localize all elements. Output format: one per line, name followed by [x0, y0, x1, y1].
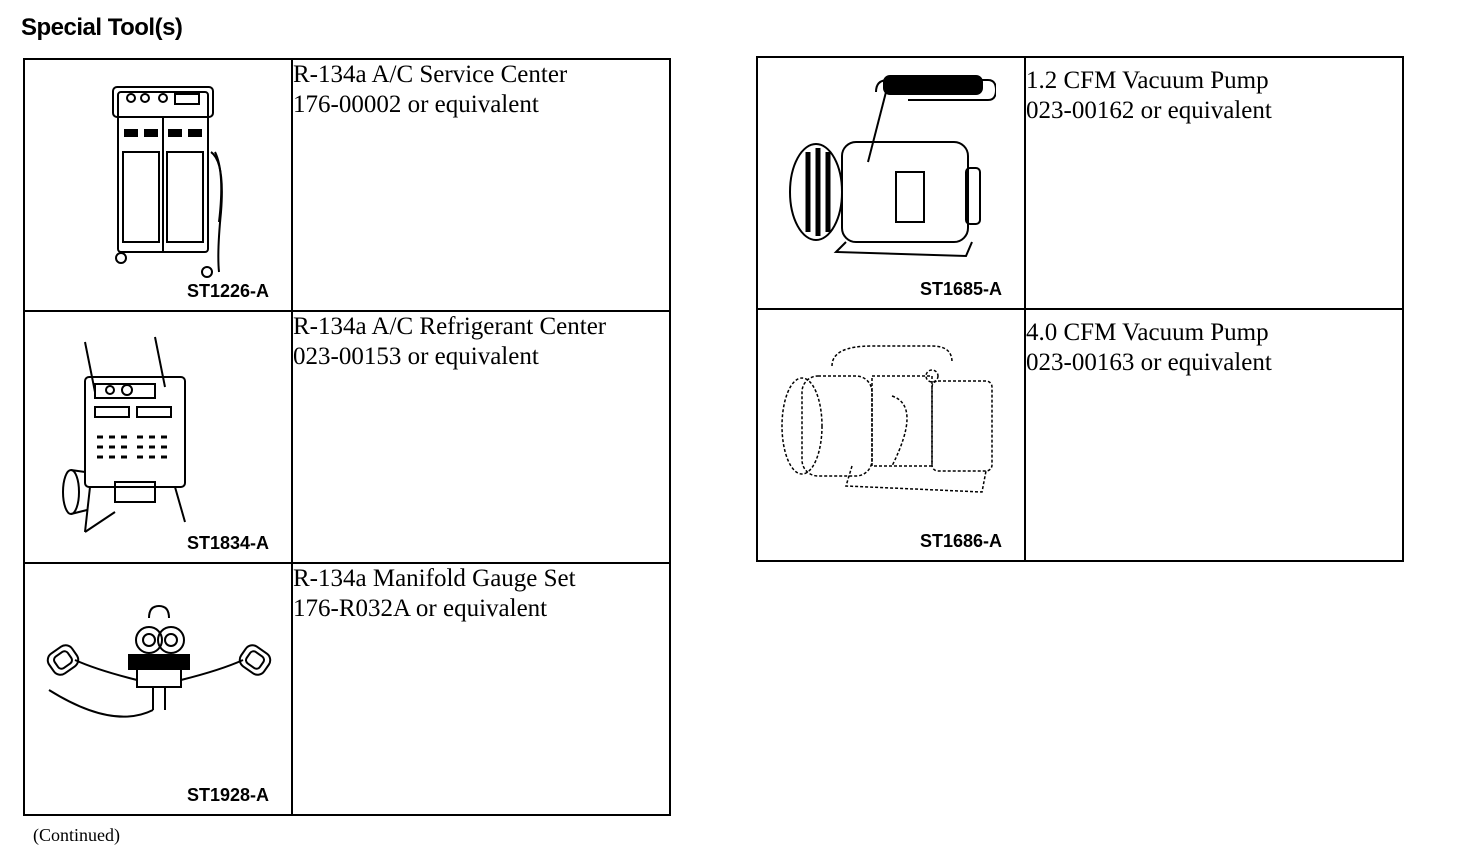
- tool-image-cell: ST1686-A: [756, 308, 1026, 562]
- tool-description: 1.2 CFM Vacuum Pump 023-00162 or equival…: [1024, 56, 1404, 310]
- tool-row: ST1685-A 1.2 CFM Vacuum Pump 023-00162 o…: [756, 56, 1404, 310]
- tool-name: R-134a A/C Service Center: [293, 61, 568, 88]
- tool-part-number: 023-00163 or equivalent: [1026, 349, 1272, 376]
- tool-part-number: 023-00162 or equivalent: [1026, 97, 1272, 124]
- tools-table-right: ST1685-A 1.2 CFM Vacuum Pump 023-00162 o…: [756, 56, 1404, 562]
- figure-caption: ST1226-A: [186, 281, 269, 301]
- tool-row: ST1834-A R-134a A/C Refrigerant Center 0…: [23, 310, 671, 564]
- tool-image-cell: ST1226-A: [23, 58, 293, 312]
- manifold-gauge-icon: [46, 604, 272, 718]
- tool-description: R-134a A/C Refrigerant Center 023-00153 …: [291, 310, 671, 564]
- tool-name: R-134a Manifold Gauge Set: [293, 565, 576, 592]
- tool-description: 4.0 CFM Vacuum Pump 023-00163 or equival…: [1024, 308, 1404, 562]
- page-title: Special Tool(s): [21, 14, 183, 41]
- figure-caption: ST1685-A: [919, 279, 1002, 299]
- tool-part-number: 023-00153 or equivalent: [293, 343, 539, 370]
- figure-caption: ST1686-A: [919, 531, 1002, 551]
- refrigerant-center-icon: [62, 336, 186, 533]
- vacuum-pump-icon: [789, 75, 996, 258]
- tool-description: R-134a Manifold Gauge Set 176-R032A or e…: [291, 562, 671, 816]
- tools-table-left: ST1226-A R-134a A/C Service Center 176-0…: [23, 58, 671, 816]
- tool-name: 4.0 CFM Vacuum Pump: [1026, 319, 1269, 346]
- tool-name: R-134a A/C Refrigerant Center: [293, 313, 607, 340]
- vacuum-pump-large-icon: [781, 345, 993, 493]
- figure-caption: ST1834-A: [186, 533, 269, 553]
- tool-row: ST1686-A 4.0 CFM Vacuum Pump 023-00163 o…: [756, 308, 1404, 562]
- tool-part-number: 176-R032A or equivalent: [293, 595, 548, 622]
- tool-image-cell: ST1685-A: [756, 56, 1026, 310]
- figure-caption: ST1928-A: [186, 785, 269, 805]
- tool-row: ST1226-A R-134a A/C Service Center 176-0…: [23, 58, 671, 312]
- continued-note: (Continued): [33, 825, 120, 845]
- tool-image-cell: ST1928-A: [23, 562, 293, 816]
- tool-description: R-134a A/C Service Center 176-00002 or e…: [291, 58, 671, 312]
- service-center-icon: [112, 86, 223, 278]
- tool-image-cell: ST1834-A: [23, 310, 293, 564]
- tool-part-number: 176-00002 or equivalent: [293, 91, 539, 118]
- tool-row: ST1928-A R-134a Manifold Gauge Set 176-R…: [23, 562, 671, 816]
- tool-name: 1.2 CFM Vacuum Pump: [1026, 67, 1269, 94]
